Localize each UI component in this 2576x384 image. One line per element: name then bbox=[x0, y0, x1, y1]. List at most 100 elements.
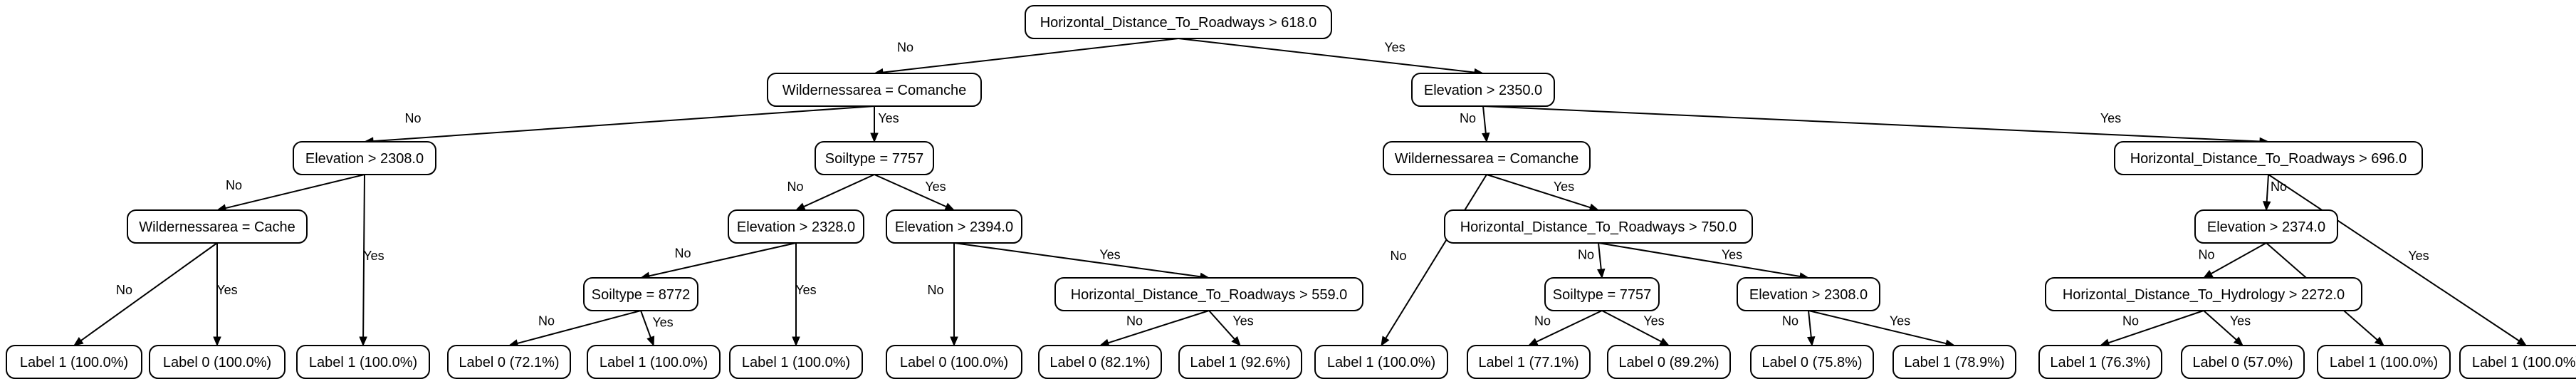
arrowhead-icon bbox=[1527, 338, 1539, 346]
arrowhead-icon bbox=[1231, 336, 1241, 346]
edge-n1-n3: No bbox=[363, 105, 875, 145]
arrowhead-icon bbox=[646, 336, 655, 347]
edge-line bbox=[225, 174, 365, 209]
node-box bbox=[149, 345, 286, 379]
node-label: Label 0 (89.2%) bbox=[1618, 355, 1719, 370]
edge-label-no: No bbox=[1126, 314, 1143, 328]
leaf-node: Label 1 (78.9%) bbox=[1892, 345, 2016, 379]
edge-n17-n25: No bbox=[508, 310, 642, 348]
edge-line bbox=[2268, 174, 2520, 342]
node-label: Label 0 (100.0%) bbox=[163, 355, 271, 370]
edge-line bbox=[2203, 310, 2237, 341]
edge-line bbox=[882, 38, 1179, 73]
node-box bbox=[1054, 277, 1363, 311]
edge-label-no: No bbox=[404, 111, 421, 125]
edge-n17-n26: Yes bbox=[640, 310, 674, 347]
edge-n9-n17: No bbox=[639, 242, 797, 280]
edge-label-yes: Yes bbox=[2230, 314, 2251, 328]
edge-line bbox=[803, 174, 875, 207]
decision-node: Soiltype = 7757 bbox=[1544, 277, 1660, 311]
edge-n20-n27: No bbox=[1099, 310, 1210, 347]
node-box bbox=[815, 141, 934, 175]
edge-line bbox=[1486, 174, 1591, 209]
node-box bbox=[728, 209, 864, 244]
edge-n9-n18: Yes bbox=[792, 243, 817, 347]
edge-label-yes: Yes bbox=[878, 111, 899, 125]
node-box bbox=[296, 345, 430, 379]
edge-line bbox=[2108, 310, 2204, 344]
node-box bbox=[2045, 277, 2362, 311]
decision-node: Horizontal_Distance_To_Roadways > 559.0 bbox=[1054, 277, 1363, 311]
edge-label-yes: Yes bbox=[1554, 180, 1574, 194]
decision-node: Elevation > 2308.0 bbox=[293, 141, 436, 175]
node-box bbox=[587, 345, 721, 379]
node-label: Horizontal_Distance_To_Roadways > 559.0 bbox=[1071, 287, 1348, 303]
nodes-layer: Horizontal_Distance_To_Roadways > 618.0W… bbox=[6, 5, 2576, 379]
edge-line bbox=[1208, 310, 1235, 340]
node-box bbox=[1737, 277, 1880, 311]
arrowhead-icon bbox=[359, 336, 367, 347]
node-label: Elevation > 2328.0 bbox=[737, 219, 855, 235]
edge-n5-n12: Yes bbox=[1486, 174, 1600, 212]
decision-node: Elevation > 2308.0 bbox=[1737, 277, 1880, 311]
decision-node: Horizontal_Distance_To_Roadways > 618.0 bbox=[1025, 5, 1332, 39]
node-label: Label 0 (57.0%) bbox=[2192, 355, 2293, 370]
arrowhead-icon bbox=[73, 337, 84, 346]
edge-label-yes: Yes bbox=[2100, 111, 2121, 125]
edge-n0-n2: Yes bbox=[1178, 38, 1485, 77]
decision-node: Elevation > 2350.0 bbox=[1411, 73, 1555, 107]
edge-label-yes: Yes bbox=[1890, 314, 1910, 328]
edge-label-yes: Yes bbox=[216, 283, 237, 297]
edge-n7-n15: No bbox=[73, 242, 218, 346]
edge-n4-n9: No bbox=[787, 174, 875, 211]
edge-n13-n23: No bbox=[2198, 242, 2267, 279]
edge-label-yes: Yes bbox=[925, 180, 946, 194]
edge-line bbox=[1178, 38, 1475, 73]
edge-label-no: No bbox=[1390, 249, 1406, 263]
node-box bbox=[1025, 5, 1332, 39]
arrowhead-icon bbox=[792, 336, 800, 347]
node-box bbox=[1544, 277, 1660, 311]
edge-line bbox=[1808, 310, 1947, 345]
node-label: Elevation > 2350.0 bbox=[1424, 83, 1542, 98]
leaf-node: Label 1 (100.0%) bbox=[6, 345, 142, 379]
node-label: Elevation > 2374.0 bbox=[2207, 219, 2325, 235]
node-label: Elevation > 2394.0 bbox=[895, 219, 1013, 235]
edge-n0-n1: No bbox=[873, 38, 1179, 77]
arrowhead-icon bbox=[870, 133, 879, 143]
leaf-node: Label 1 (100.0%) bbox=[587, 345, 721, 379]
node-box bbox=[293, 141, 436, 175]
decision-node: Soiltype = 7757 bbox=[815, 141, 934, 175]
node-label: Label 0 (75.8%) bbox=[1761, 355, 1862, 370]
edge-n12-n21: No bbox=[1578, 242, 1606, 279]
edge-label-no: No bbox=[226, 178, 242, 192]
edge-label-yes: Yes bbox=[363, 249, 384, 263]
arrowhead-icon bbox=[1381, 336, 1390, 347]
node-label: Horizontal_Distance_To_Roadways > 696.0 bbox=[2130, 151, 2407, 167]
edge-label-yes: Yes bbox=[2408, 249, 2429, 263]
edge-n21-n29: No bbox=[1527, 310, 1603, 346]
decision-node: Soiltype = 8772 bbox=[583, 277, 698, 311]
node-box bbox=[2038, 345, 2162, 379]
node-label: Horizontal_Distance_To_Roadways > 750.0 bbox=[1460, 219, 1737, 235]
node-label: Elevation > 2308.0 bbox=[1749, 287, 1868, 303]
node-box bbox=[1314, 345, 1448, 379]
node-box bbox=[2194, 209, 2338, 244]
node-label: Wildernessarea = Comanche bbox=[1395, 151, 1578, 167]
leaf-node: Label 1 (100.0%) bbox=[1314, 345, 1448, 379]
edge-label-no: No bbox=[2198, 248, 2214, 262]
leaf-node: Label 0 (100.0%) bbox=[149, 345, 286, 379]
node-box bbox=[447, 345, 571, 379]
node-box bbox=[1892, 345, 2016, 379]
decision-node: Wildernessarea = Comanche bbox=[767, 73, 982, 107]
edge-label-no: No bbox=[927, 283, 943, 297]
edge-label-yes: Yes bbox=[652, 316, 673, 330]
edge-line bbox=[1385, 174, 1487, 339]
arrowhead-icon bbox=[2374, 336, 2384, 346]
edge-label-no: No bbox=[538, 314, 555, 328]
leaf-node: Label 1 (100.0%) bbox=[2459, 345, 2576, 379]
node-label: Label 0 (100.0%) bbox=[900, 355, 1008, 370]
node-label: Horizontal_Distance_To_Hydrology > 2272.… bbox=[2063, 287, 2345, 303]
arrowhead-icon bbox=[1597, 268, 1606, 279]
edge-line bbox=[2210, 242, 2267, 275]
